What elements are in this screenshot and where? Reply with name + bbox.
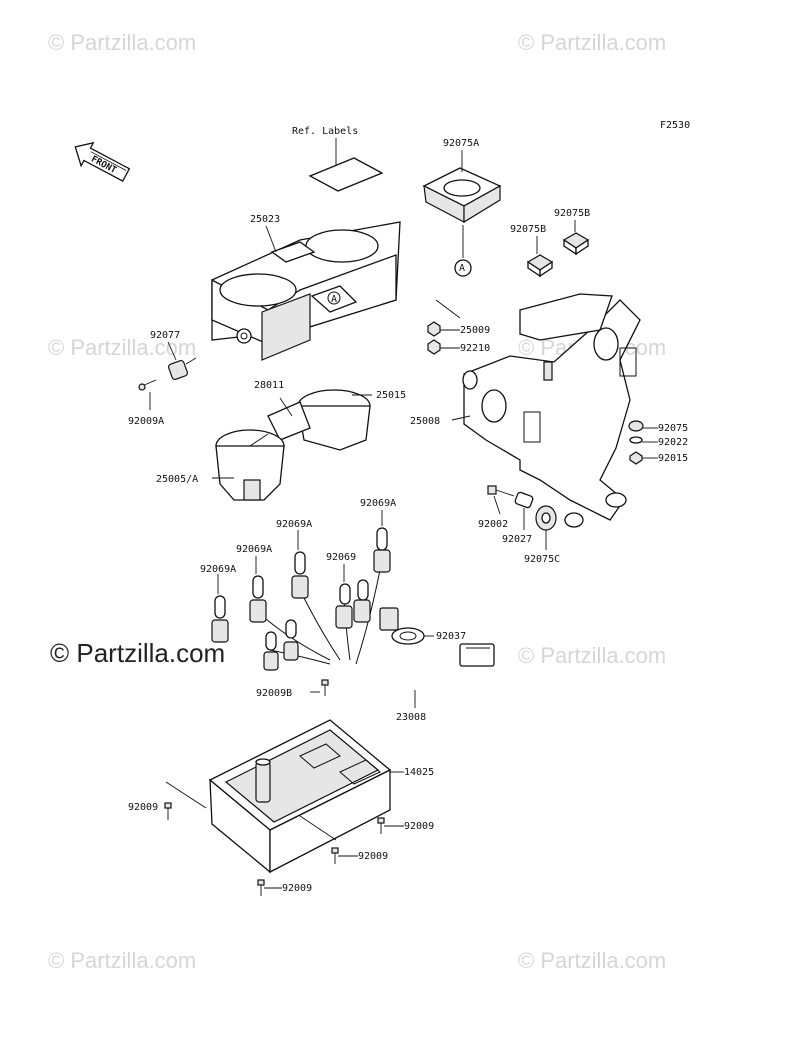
watermark-top-left: © Partzilla.com (48, 30, 196, 55)
label-92009-bottom: 92009 (282, 883, 312, 894)
bolt-collar-grommet-parts (487, 485, 557, 550)
label-23008: 23008 (396, 712, 426, 723)
label-92075: 92075 (658, 423, 688, 434)
figure-code: F2530 (660, 120, 690, 131)
label-92027: 92027 (502, 534, 532, 545)
label-92022: 92022 (658, 437, 688, 448)
knob-92077-part (167, 341, 197, 381)
label-92075b-left: 92075B (510, 224, 546, 235)
label-92009-right: 92009 (404, 821, 434, 832)
label-92069a-mid: 92069A (236, 544, 272, 555)
ref-labels-part (308, 138, 384, 192)
label-25023: 25023 (250, 214, 280, 225)
rubber-washer-nut-parts (628, 420, 658, 465)
meter-assembly-part (212, 389, 372, 501)
screw-92009a-part (138, 379, 157, 410)
label-25008: 25008 (410, 416, 440, 427)
watermark-bottom-left: © Partzilla.com (48, 948, 196, 973)
screws-92009-parts (164, 802, 404, 896)
label-25015: 25015 (376, 390, 406, 401)
watermark-lower-right: © Partzilla.com (518, 643, 666, 668)
callout-a-marker: A (459, 263, 465, 274)
watermark-bottom-right: © Partzilla.com (518, 948, 666, 973)
label-92009-left: 92009 (128, 802, 158, 813)
label-92015: 92015 (658, 453, 688, 464)
label-92009b: 92009B (256, 688, 292, 699)
label-92069a-left: 92069A (200, 564, 236, 575)
label-92009a: 92009A (128, 416, 164, 427)
label-92009-mid: 92009 (358, 851, 388, 862)
screw-92009b-part (310, 679, 329, 696)
label-92075a: 92075A (443, 138, 479, 149)
label-92069a-top-mid: 92069A (276, 519, 312, 530)
bracket-25008-part (451, 293, 641, 528)
label-92037: 92037 (436, 631, 466, 642)
front-arrow-icon: FRONT (74, 141, 131, 183)
watermark-main: © Partzilla.com (50, 638, 225, 668)
callout-a-case: A (331, 294, 337, 305)
wiring-harness-23008-part (211, 510, 495, 708)
grommet-92075a-part (422, 150, 502, 277)
label-25005a: 25005/A (156, 474, 198, 485)
rubber-92075b-parts (526, 220, 590, 278)
meter-case-25023-part (211, 221, 401, 361)
label-92069a-top-right: 92069A (360, 498, 396, 509)
label-28011: 28011 (254, 380, 284, 391)
nuts-25009-92210-parts (427, 299, 461, 355)
label-92075b-right: 92075B (554, 208, 590, 219)
watermark-top-right: © Partzilla.com (518, 30, 666, 55)
label-92069: 92069 (326, 552, 356, 563)
label-92077: 92077 (150, 330, 180, 341)
watermark-mid-left: © Partzilla.com (48, 335, 196, 360)
label-ref-labels: Ref. Labels (292, 126, 358, 137)
label-25009: 25009 (460, 325, 490, 336)
cover-14025-part (165, 719, 404, 874)
label-14025: 14025 (404, 767, 434, 778)
label-92210: 92210 (460, 343, 490, 354)
label-92075c: 92075C (524, 554, 560, 565)
label-92002: 92002 (478, 519, 508, 530)
